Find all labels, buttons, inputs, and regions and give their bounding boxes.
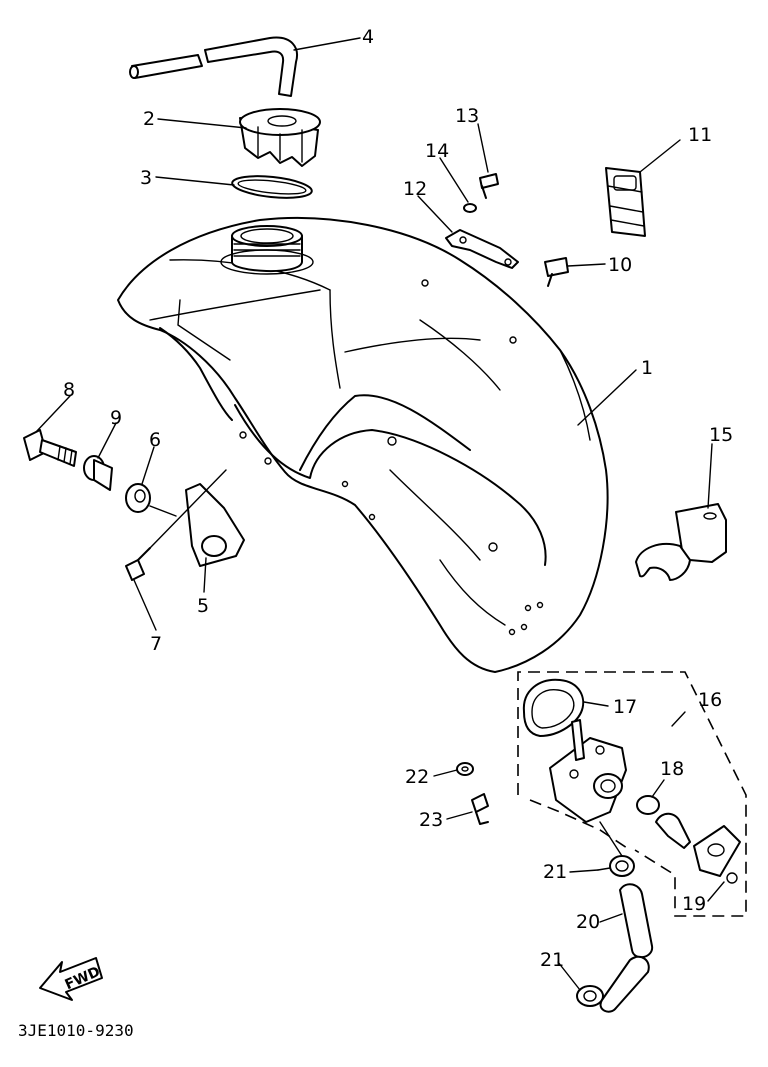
callout-1: 1 bbox=[641, 357, 653, 379]
bolt-small bbox=[125, 547, 151, 581]
cock-lever bbox=[655, 812, 741, 884]
callout-7: 7 bbox=[150, 633, 162, 655]
fuel-cap bbox=[239, 108, 321, 167]
callout-6: 6 bbox=[149, 429, 161, 451]
forward-arrow: FWD bbox=[39, 957, 103, 1001]
band bbox=[605, 167, 646, 237]
callout-17: 17 bbox=[613, 696, 637, 718]
fuel-tank bbox=[117, 217, 609, 673]
callout-23: 23 bbox=[419, 809, 443, 831]
callout-21-lower: 21 bbox=[540, 949, 564, 971]
fuel-hose bbox=[599, 883, 654, 1013]
washer-small bbox=[456, 762, 474, 776]
bolt-long bbox=[23, 429, 77, 467]
callout-22: 22 bbox=[405, 766, 429, 788]
callout-5: 5 bbox=[197, 595, 209, 617]
leader-lines bbox=[35, 37, 725, 991]
callout-10: 10 bbox=[608, 254, 632, 276]
bolt bbox=[544, 257, 569, 287]
callout-11: 11 bbox=[688, 124, 712, 146]
callout-labels: 4 2 3 13 14 12 11 10 1 15 8 9 6 5 7 16 1… bbox=[63, 26, 733, 971]
callout-16: 16 bbox=[698, 689, 722, 711]
screw bbox=[479, 173, 499, 199]
hose-clip-upper bbox=[597, 855, 635, 877]
callout-3: 3 bbox=[140, 167, 152, 189]
damper bbox=[635, 503, 727, 581]
callout-8: 8 bbox=[63, 379, 75, 401]
callout-12: 12 bbox=[403, 178, 427, 200]
breather-hose bbox=[129, 36, 298, 97]
fuel-cock-assembly-box bbox=[517, 671, 747, 917]
stay bbox=[185, 483, 245, 567]
hose-clip-lower bbox=[576, 985, 604, 1007]
o-ring bbox=[636, 795, 660, 815]
screw-small bbox=[471, 793, 489, 825]
cap-gasket bbox=[231, 175, 313, 199]
diagram-code: 3JE1010-9230 bbox=[18, 1021, 134, 1040]
bracket bbox=[445, 229, 519, 269]
callout-4: 4 bbox=[362, 26, 374, 48]
callout-19: 19 bbox=[682, 893, 706, 915]
callout-18: 18 bbox=[660, 758, 684, 780]
fuel-cock-gasket bbox=[522, 678, 585, 737]
callout-14: 14 bbox=[425, 140, 449, 162]
callout-2: 2 bbox=[143, 108, 155, 130]
callout-20: 20 bbox=[576, 911, 600, 933]
collar bbox=[83, 455, 113, 491]
fuel-cock bbox=[549, 719, 627, 823]
callout-9: 9 bbox=[110, 407, 122, 429]
callout-15: 15 bbox=[709, 424, 733, 446]
callout-21-upper: 21 bbox=[543, 861, 567, 883]
washer bbox=[463, 203, 477, 213]
grommet bbox=[125, 483, 177, 517]
callout-13: 13 bbox=[455, 105, 479, 127]
